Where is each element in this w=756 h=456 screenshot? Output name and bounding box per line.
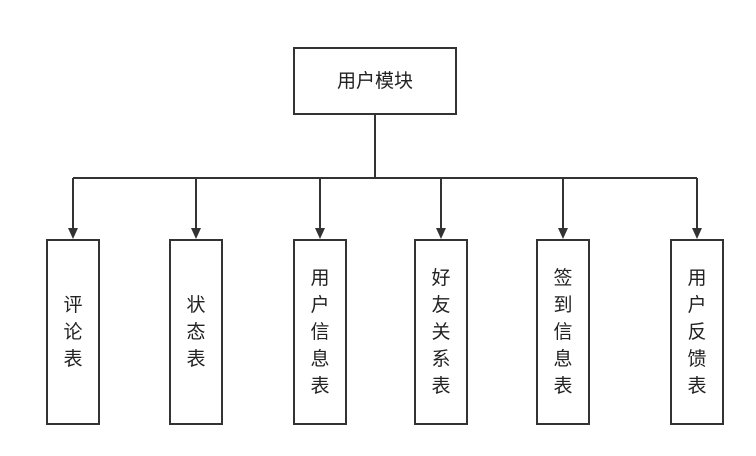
arrowhead-icon — [436, 228, 446, 239]
child-node-label: 评论表 — [63, 294, 82, 370]
child-nodes: 评论表 状态表 用户信息表 好友关系表 签到信息表 用户反馈表 — [46, 178, 724, 425]
root-node: 用户模块 — [293, 47, 457, 115]
child-node-friend-relation-table: 好友关系表 — [414, 178, 468, 425]
child-node-box — [293, 239, 347, 425]
child-node-label: 签到信息表 — [553, 267, 572, 397]
root-node-label: 用户模块 — [337, 70, 413, 92]
child-node-box — [536, 239, 590, 425]
child-node-label: 好友关系表 — [431, 267, 450, 397]
arrowhead-icon — [315, 228, 325, 239]
arrowhead-icon — [68, 228, 78, 239]
arrowhead-icon — [558, 228, 568, 239]
root-node-box — [293, 47, 457, 115]
child-node-box — [169, 239, 223, 425]
child-node-label: 用户反馈表 — [687, 267, 706, 397]
child-node-box — [670, 239, 724, 425]
child-node-label: 用户信息表 — [310, 267, 329, 397]
arrowhead-icon — [692, 228, 702, 239]
child-node-user-feedback-table: 用户反馈表 — [670, 178, 724, 425]
child-node-user-info-table: 用户信息表 — [293, 178, 347, 425]
child-node-status-table: 状态表 — [169, 178, 223, 425]
child-node-comment-table: 评论表 — [46, 178, 100, 425]
child-node-checkin-info-table: 签到信息表 — [536, 178, 590, 425]
arrowhead-icon — [191, 228, 201, 239]
child-node-box — [414, 239, 468, 425]
child-node-box — [46, 239, 100, 425]
child-node-label: 状态表 — [186, 294, 205, 370]
